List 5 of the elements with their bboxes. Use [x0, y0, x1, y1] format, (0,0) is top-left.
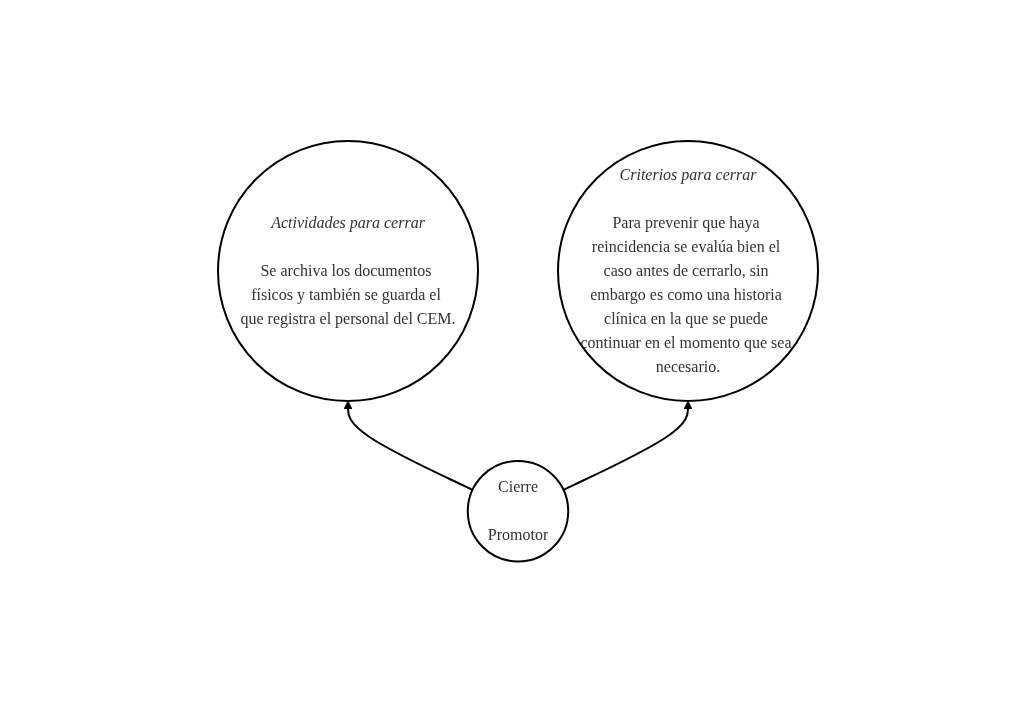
- arrow: [562, 400, 693, 491]
- node-circle: Criterios para cerrar Para prevenir que haya reincidencia se evalúa bien el caso antes de cerrarlo, sin embargo es como una historia clínica en la que se puede continuar en el momento que sea necesario.: [557, 139, 819, 402]
- node-circle: Actividades para cerrar Se archiva los documentos físicos y también se guarda el que registra el personal del CEM.: [217, 139, 479, 402]
- arrow: [343, 400, 474, 491]
- node-circle: Cierre Promotor: [466, 459, 570, 563]
